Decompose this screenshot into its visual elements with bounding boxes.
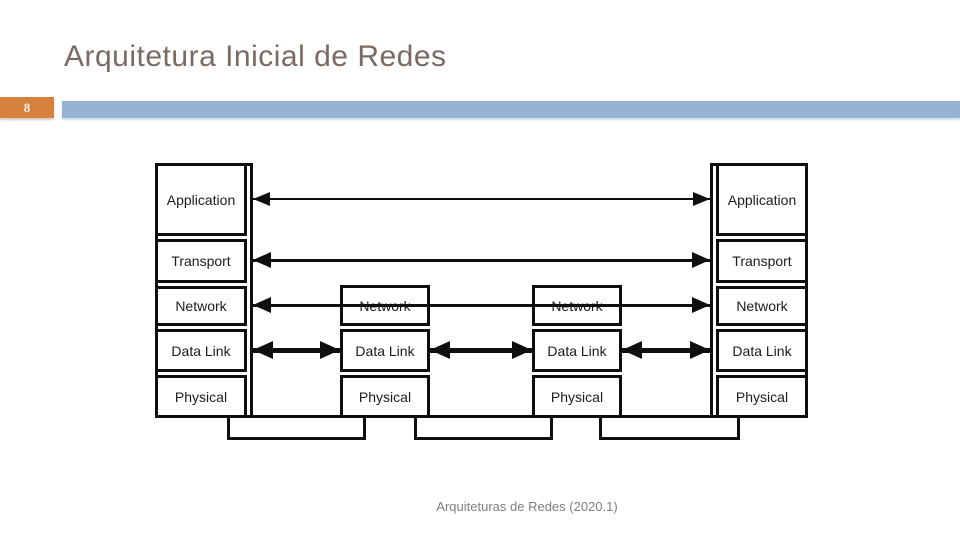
subnet-bracket-2 bbox=[414, 415, 553, 440]
layer-label: Transport bbox=[171, 253, 231, 269]
layer-label: Network bbox=[736, 298, 788, 314]
data-link-arrowhead-2-left bbox=[430, 341, 450, 359]
footer-text: Arquiteturas de Redes (2020.1) bbox=[436, 499, 618, 514]
layer-box-network: Network bbox=[155, 286, 247, 326]
subnet-bracket-3 bbox=[599, 415, 740, 440]
layer-box-data-link: Data Link bbox=[532, 329, 622, 372]
layer-box-physical: Physical bbox=[532, 375, 622, 418]
application-arrowhead-right bbox=[693, 192, 710, 206]
subnet-bracket-1 bbox=[227, 415, 366, 440]
page-number: 8 bbox=[23, 99, 31, 115]
layer-label: Data Link bbox=[547, 342, 607, 359]
layer-label: Application bbox=[727, 191, 797, 208]
application-peer-arrow bbox=[253, 198, 710, 200]
data-link-arrowhead-1-left bbox=[253, 341, 273, 359]
data-link-arrowhead-3-left bbox=[622, 341, 642, 359]
layer-box-application: Application bbox=[155, 163, 247, 236]
layer-box-physical: Physical bbox=[716, 375, 808, 418]
application-arrowhead-left bbox=[253, 192, 270, 206]
layer-label: Physical bbox=[550, 388, 604, 405]
layer-box-network: Network bbox=[716, 286, 808, 326]
header-band bbox=[62, 101, 960, 118]
layer-label: Network bbox=[175, 298, 227, 314]
layer-label: Data Link bbox=[171, 342, 231, 359]
transport-arrowhead-right bbox=[692, 252, 710, 268]
page-number-badge: 8 bbox=[0, 97, 54, 118]
page-title: Arquitetura Inicial de Redes bbox=[64, 40, 447, 73]
layer-label: Physical bbox=[735, 388, 789, 405]
transport-arrowhead-left bbox=[253, 252, 271, 268]
layer-box-physical: Physical bbox=[340, 375, 430, 418]
layer-box-physical: Physical bbox=[155, 375, 247, 418]
layer-label: Application bbox=[166, 191, 236, 208]
layer-label: Data Link bbox=[355, 342, 415, 359]
data-link-arrow-2 bbox=[430, 348, 532, 353]
layer-label: Physical bbox=[358, 388, 412, 405]
layer-box-data-link: Data Link bbox=[716, 329, 808, 372]
layer-box-transport: Transport bbox=[155, 239, 247, 283]
data-link-arrow-3 bbox=[622, 348, 710, 353]
data-link-arrowhead-2-right bbox=[512, 341, 532, 359]
layer-label: Transport bbox=[732, 253, 792, 269]
transport-peer-arrow bbox=[253, 259, 710, 262]
layer-box-application: Application bbox=[716, 163, 808, 236]
layer-box-data-link: Data Link bbox=[340, 329, 430, 372]
layer-label: Data Link bbox=[732, 342, 792, 359]
data-link-arrowhead-3-right bbox=[690, 341, 710, 359]
network-arrowhead-right bbox=[692, 297, 710, 313]
layer-box-transport: Transport bbox=[716, 239, 808, 283]
layer-box-data-link: Data Link bbox=[155, 329, 247, 372]
data-link-arrow-1 bbox=[253, 348, 340, 353]
network-arrowhead-left bbox=[253, 297, 271, 313]
layer-label: Physical bbox=[174, 388, 228, 405]
data-link-arrowhead-1-right bbox=[320, 341, 340, 359]
network-peer-line bbox=[253, 304, 710, 307]
